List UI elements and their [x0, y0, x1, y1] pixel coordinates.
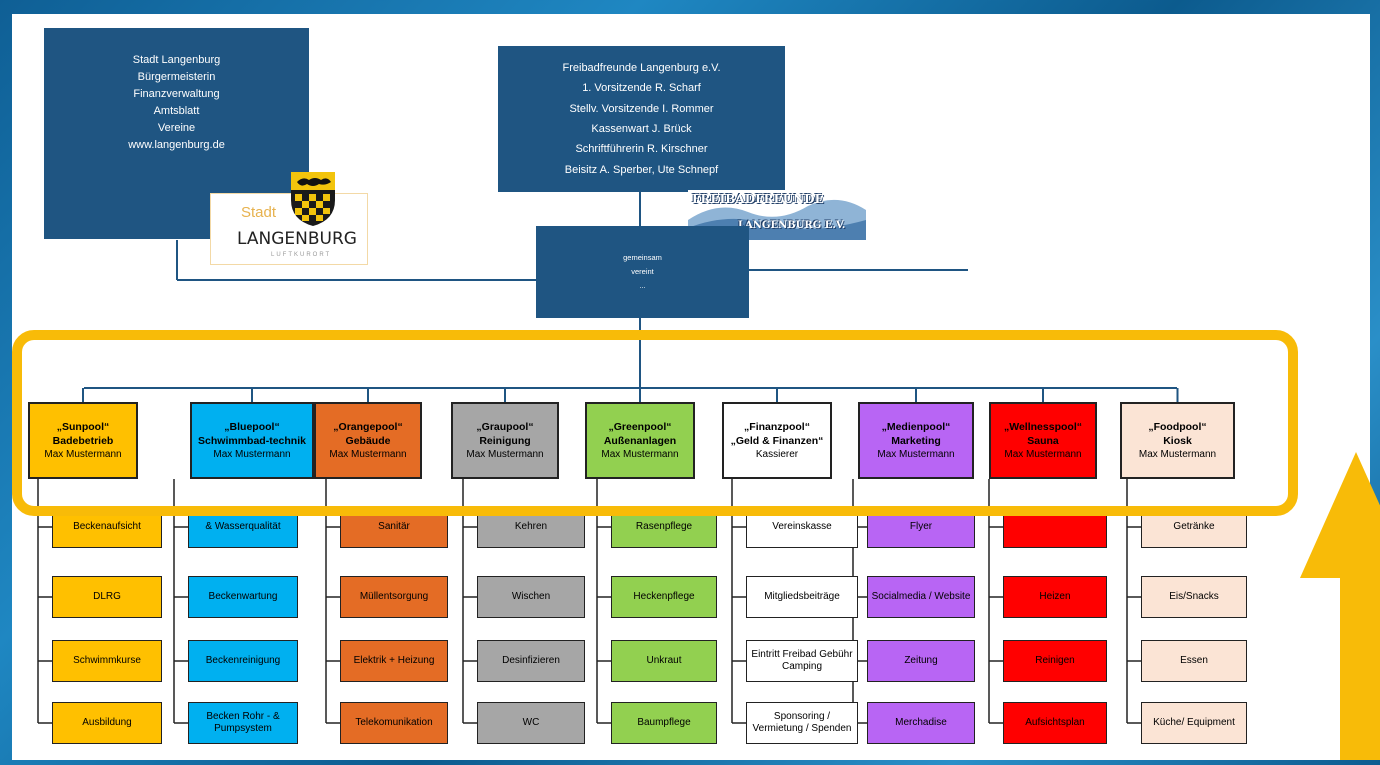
club_box-line: Freibadfreunde Langenburg e.V. [562, 61, 721, 74]
pool-task: Heizen [1003, 576, 1107, 618]
pool-subtitle: Reinigung [479, 434, 531, 447]
pool-task: Wischen [477, 576, 585, 618]
pool-person: Max Mustermann [329, 448, 407, 460]
center_box-line: gemeinsam [623, 252, 662, 262]
club-logo-line2: LANGENBURG E.V. [738, 220, 846, 231]
city_box-line: Vereine [157, 122, 196, 135]
pool-person: Kassierer [755, 448, 799, 460]
pool-subtitle: Gebäude [345, 434, 391, 447]
pool-task: Telekomunikation [340, 702, 448, 744]
club_box-line: Kassenwart J. Brück [591, 123, 692, 135]
pool-task: Eis/Snacks [1141, 576, 1247, 618]
pool-subtitle: Marketing [891, 434, 941, 447]
pool-title: „Bluepool“ [224, 420, 280, 433]
club-box: Freibadfreunde Langenburg e.V. 1. Vorsitz… [498, 46, 785, 192]
pool-task: Schwimmkurse [52, 640, 162, 682]
pool-task: Beckenwartung [188, 576, 298, 618]
club_box-line: Schriftführerin R. Kirschner [575, 143, 708, 156]
club_box-line: Stellv. Vorsitzende I. Rommer [569, 102, 714, 115]
pool-person: Max Mustermann [44, 448, 122, 460]
center-box: gemeinsam vereint... [536, 226, 749, 318]
pool-subtitle: Sauna [1027, 434, 1059, 447]
pool-title: „Graupool“ [476, 420, 534, 433]
pool-subtitle: Kiosk [1163, 434, 1192, 447]
pool-person: Max Mustermann [877, 448, 955, 460]
city_box-line: www.langenburg.de [128, 139, 225, 152]
pool-task: Mitgliedsbeiträge [746, 576, 858, 618]
pool-person: Max Mustermann [601, 448, 679, 460]
city_box-line: Stadt Langenburg [132, 54, 221, 66]
pool-task: Socialmedia / Website [867, 576, 975, 618]
city_box-line: Amtsblatt [153, 105, 200, 118]
city_box-line: Finanzverwaltung [133, 88, 220, 101]
city-logo-word3: LUFTKURORT [271, 252, 332, 258]
pool-subtitle: Badebetrieb [52, 434, 114, 447]
pool-subtitle: Außenanlagen [603, 434, 677, 447]
pool-task: Heckenpflege [611, 576, 717, 618]
pool-subtitle: „Geld & Finanzen“ [730, 434, 824, 447]
pool-person: Max Mustermann [1004, 448, 1082, 460]
pool-task: Küche/ Equipment [1141, 702, 1247, 744]
pool-person: Max Mustermann [213, 448, 291, 460]
pool-task: Elektrik + Heizung [340, 640, 448, 682]
pool-task: Becken Rohr - & Pumpsystem [188, 702, 298, 744]
pool-header: „Finanzpool“„Geld & Finanzen“Kassierer [722, 402, 832, 479]
pool-task: DLRG [52, 576, 162, 618]
pool-task: Zeitung [867, 640, 975, 682]
pool-person: Max Mustermann [466, 448, 544, 460]
city_box-line: Bürgermeisterin [137, 71, 216, 84]
pool-person: Max Mustermann [1138, 448, 1217, 460]
club-logo-line1: FREIBADFREUNDE [692, 192, 824, 206]
city-logo: Stadt LANGENBURG LUFTKURORT [210, 172, 368, 265]
club_box-line: Beisitz A. Sperber, Ute Schnepf [564, 163, 719, 176]
pool-title: „Foodpool“ [1148, 420, 1207, 433]
pool-task: Baumpflege [611, 702, 717, 744]
pool-title: „Wellnesspool“ [1004, 420, 1082, 433]
pool-task: Ausbildung [52, 702, 162, 744]
pool-task: WC [477, 702, 585, 744]
pool-title: „Greenpool“ [608, 420, 672, 433]
pool-title: „Finanzpool“ [744, 420, 810, 433]
highlight-frame [12, 330, 1298, 516]
pool-task: Sponsoring / Vermietung / Spenden [746, 702, 858, 744]
pool-title: „Medienpool“ [881, 420, 951, 433]
pool-task: Essen [1141, 640, 1247, 682]
center_box-line: ... [639, 281, 646, 291]
pool-task: Unkraut [611, 640, 717, 682]
coat-of-arms-icon [291, 172, 335, 226]
arrow-icon [1300, 452, 1380, 760]
city-logo-word1: Stadt [241, 204, 277, 221]
pool-task: Desinfizieren [477, 640, 585, 682]
center_box-line: vereint [631, 266, 654, 276]
pool-task: Beckenreinigung [188, 640, 298, 682]
club_box-line: 1. Vorsitzende R. Scharf [582, 82, 701, 95]
pool-task: Müllentsorgung [340, 576, 448, 618]
pool-title: „Sunpool“ [56, 420, 110, 433]
pool-task: Merchadise [867, 702, 975, 744]
pool-task: Aufsichtsplan [1003, 702, 1107, 744]
pool-title: „Orangepool“ [333, 420, 403, 433]
pool-subtitle: Schwimmbad-technik [198, 434, 306, 447]
pool-task: Reinigen [1003, 640, 1107, 682]
pool-task: Eintritt Freibad Gebühr Camping [746, 640, 858, 682]
city-logo-word2: LANGENBURG [237, 229, 357, 249]
